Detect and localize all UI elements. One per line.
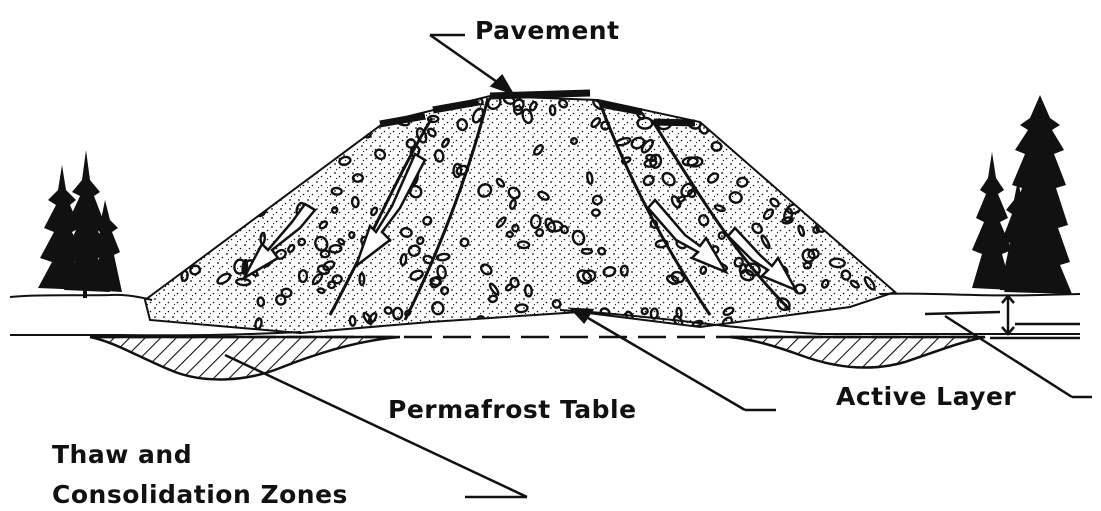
- thaw-zone-right: [730, 337, 985, 368]
- embankment-fill: [145, 91, 897, 333]
- thaw-zones-label-line1: Thaw and: [52, 440, 192, 469]
- thaw-zones-label-line2: Consolidation Zones: [52, 480, 348, 509]
- thaw-zone-left: [90, 337, 400, 379]
- active-layer-label: Active Layer: [836, 382, 1016, 411]
- pavement-label: Pavement: [475, 16, 620, 45]
- trees-right: [972, 95, 1072, 294]
- permafrost-table-label: Permafrost Table: [388, 395, 637, 424]
- trees-left: [38, 150, 122, 298]
